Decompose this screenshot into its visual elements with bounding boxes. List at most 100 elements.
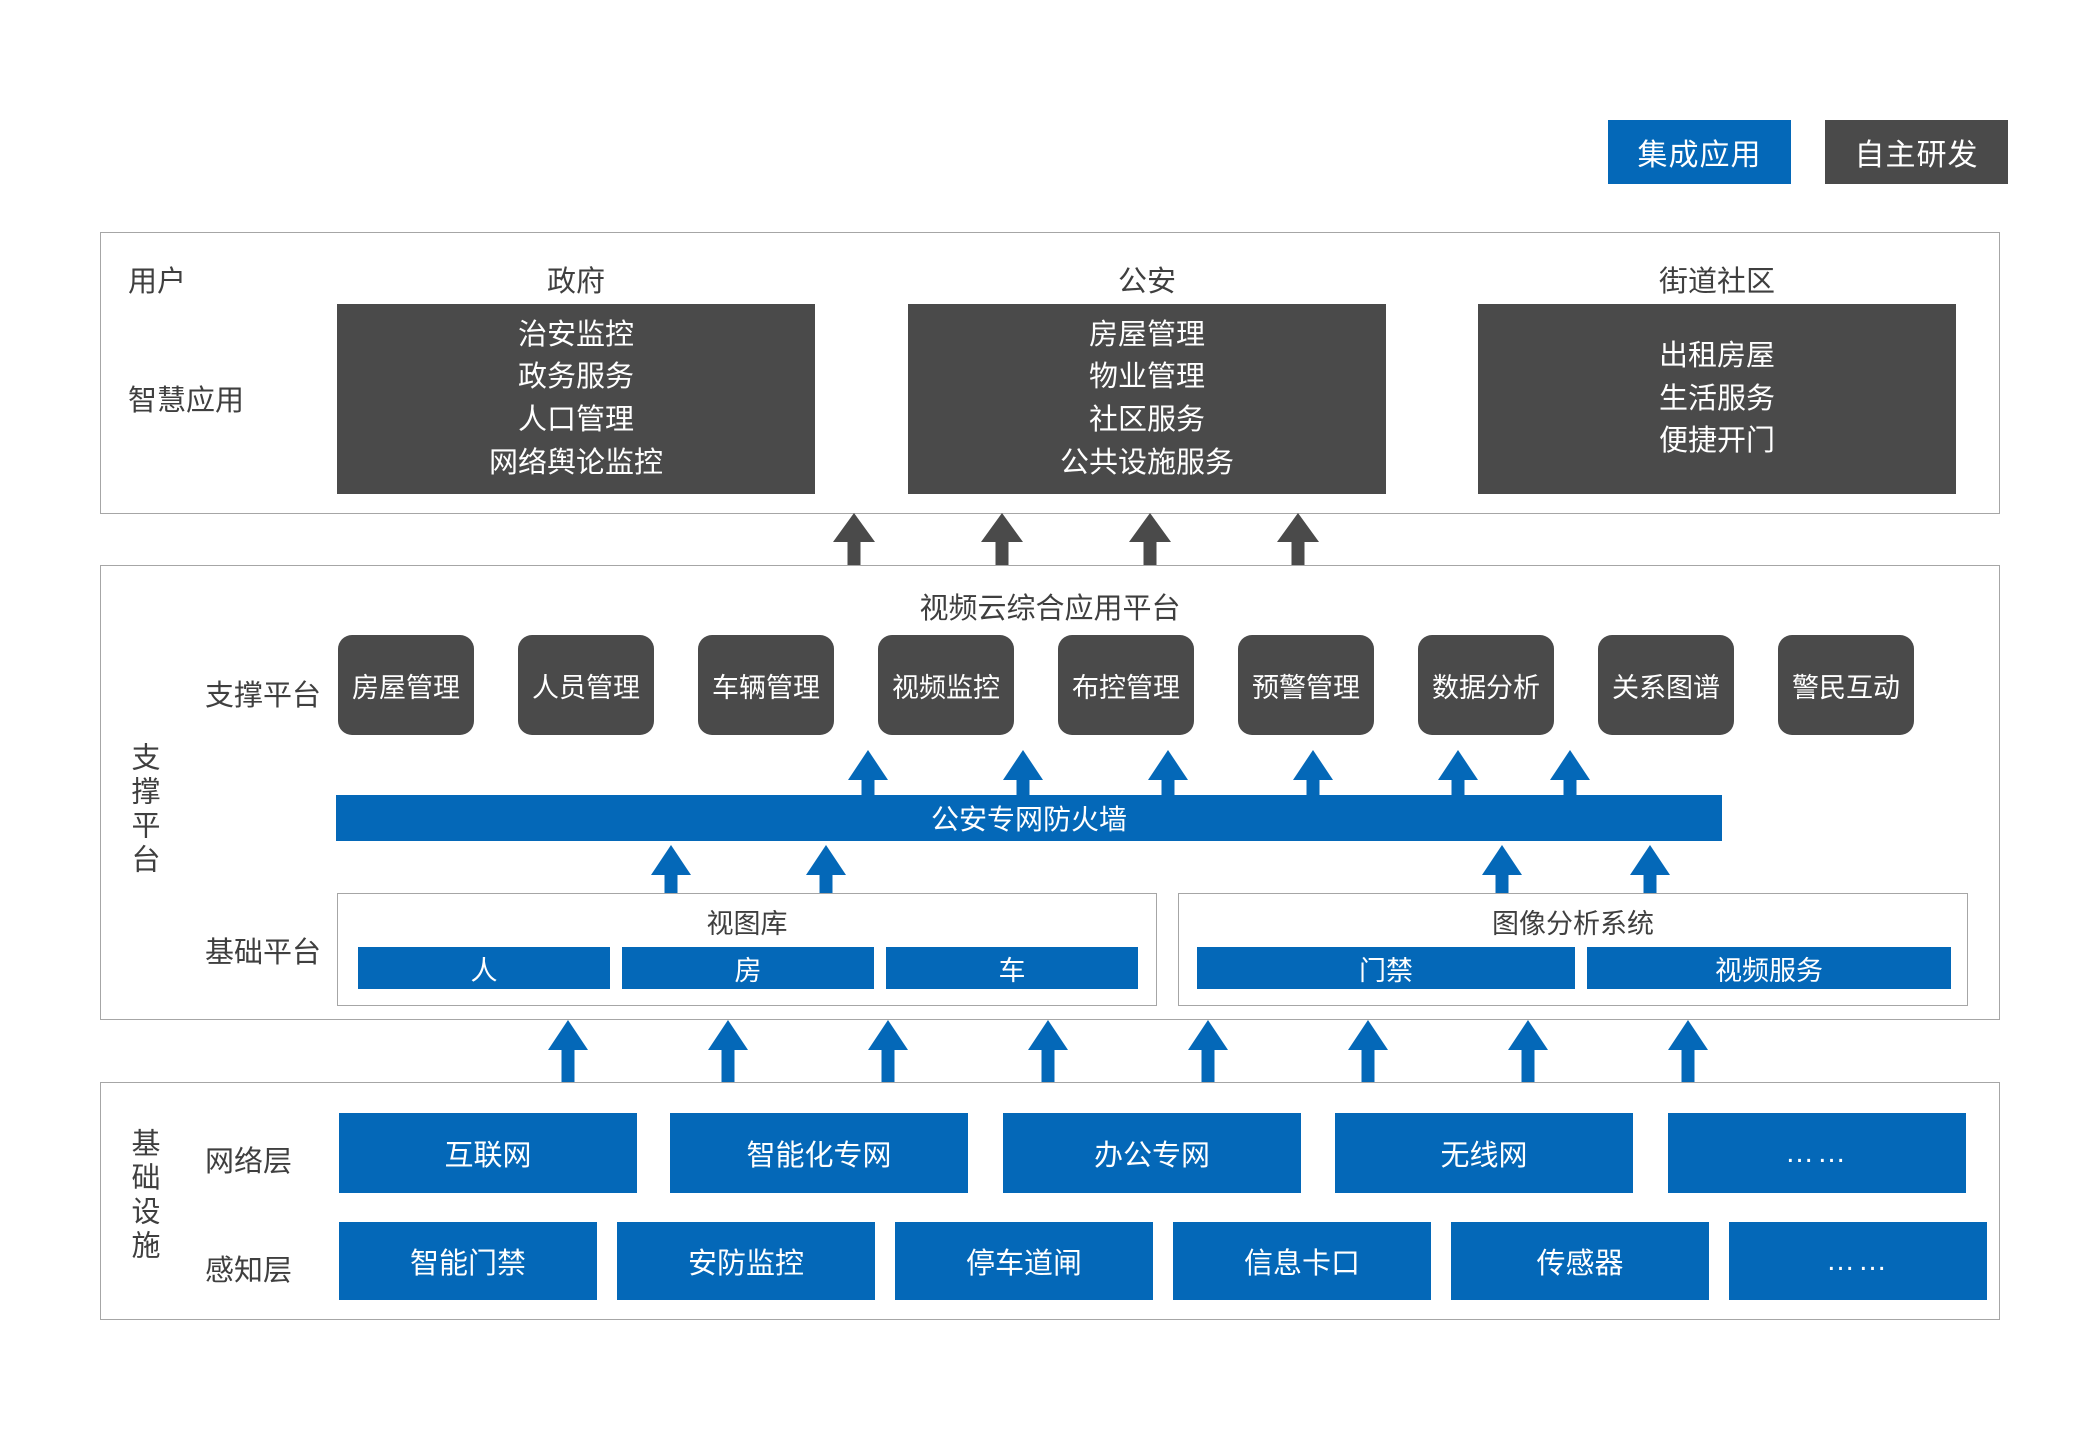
row-label-user: 用户 xyxy=(128,266,187,298)
module-tile-relationship-graph[interactable]: 关系图谱 xyxy=(1598,635,1734,735)
application-box-street-community: 出租房屋 生活服务 便捷开门 xyxy=(1478,304,1956,494)
sense-chip-information-checkpoint[interactable]: 信息卡口 xyxy=(1173,1222,1431,1300)
legend: 集成应用 自主研发 xyxy=(1608,120,2008,184)
sense-chip-more[interactable]: …… xyxy=(1729,1222,1987,1300)
legend-item-integrated-application: 集成应用 xyxy=(1608,120,1791,184)
arrow-head-icon xyxy=(1277,513,1319,542)
arrow-up-module-6 xyxy=(1550,750,1590,796)
module-tile-early-warning[interactable]: 预警管理 xyxy=(1238,635,1374,735)
arrow-stem xyxy=(1681,1048,1695,1082)
arrow-head-icon xyxy=(1129,513,1171,542)
arrow-up-infra-4 xyxy=(1028,1020,1068,1082)
arrow-up-firewall-1 xyxy=(651,845,691,893)
arrow-up-infra-3 xyxy=(868,1020,908,1082)
sense-chip-security-surveillance[interactable]: 安防监控 xyxy=(617,1222,875,1300)
arrow-head-icon xyxy=(1148,750,1188,780)
arrow-up-module-1 xyxy=(848,750,888,796)
platform-title: 视频云综合应用平台 xyxy=(919,593,1181,625)
arrow-stem xyxy=(1161,776,1175,796)
module-label: 视频监控 xyxy=(892,672,1000,703)
application-item: 便捷开门 xyxy=(1658,425,1775,458)
arrow-stem xyxy=(721,1048,735,1082)
module-tile-police-citizen-interaction[interactable]: 警民互动 xyxy=(1778,635,1914,735)
arrow-stem xyxy=(1643,871,1657,893)
application-item: 公共设施服务 xyxy=(1059,446,1234,479)
arrow-up-app-1 xyxy=(833,513,875,565)
basic-chip-label: 门禁 xyxy=(1359,955,1413,986)
basic-chip-label: 车 xyxy=(998,955,1026,986)
application-item: 出租房屋 xyxy=(1658,340,1775,373)
arrow-up-infra-7 xyxy=(1508,1020,1548,1082)
application-item: 物业管理 xyxy=(1088,361,1205,394)
sense-chip-label: 信息卡口 xyxy=(1243,1248,1360,1280)
network-chip-office-private-network[interactable]: 办公专网 xyxy=(1003,1113,1301,1193)
sense-chip-sensor[interactable]: 传感器 xyxy=(1451,1222,1709,1300)
application-item: 政务服务 xyxy=(517,361,634,394)
basic-chip-person[interactable]: 人 xyxy=(358,947,610,989)
arrow-stem xyxy=(819,871,833,893)
arrow-up-infra-2 xyxy=(708,1020,748,1082)
module-label: 数据分析 xyxy=(1432,672,1540,703)
row-label-basic-platform: 基础平台 xyxy=(205,937,322,969)
application-item: 人口管理 xyxy=(517,404,634,436)
network-chip-wireless-network[interactable]: 无线网 xyxy=(1335,1113,1633,1193)
sense-chip-label: 安防监控 xyxy=(687,1248,804,1280)
arrow-stem xyxy=(1201,1048,1215,1082)
network-chip-intelligent-private-network[interactable]: 智能化专网 xyxy=(670,1113,968,1193)
arrow-stem xyxy=(1563,776,1577,796)
module-tile-video-surveillance[interactable]: 视频监控 xyxy=(878,635,1014,735)
legend-item-self-developed: 自主研发 xyxy=(1825,120,2008,184)
basic-chip-vehicle[interactable]: 车 xyxy=(886,947,1138,989)
module-tile-data-analysis[interactable]: 数据分析 xyxy=(1418,635,1554,735)
arrow-stem xyxy=(561,1048,575,1082)
column-title: 街道社区 xyxy=(1658,266,1775,298)
module-tile-house-management[interactable]: 房屋管理 xyxy=(338,635,474,735)
sense-chip-smart-access-control[interactable]: 智能门禁 xyxy=(339,1222,597,1300)
arrow-stem xyxy=(1521,1048,1535,1082)
legend-label: 集成应用 xyxy=(1637,139,1762,172)
arrow-head-icon xyxy=(1438,750,1478,780)
basic-group-title: 视图库 xyxy=(706,909,788,939)
module-tile-personnel-management[interactable]: 人员管理 xyxy=(518,635,654,735)
arrow-head-icon xyxy=(1348,1020,1388,1050)
module-label: 房屋管理 xyxy=(352,672,460,703)
arrow-head-icon xyxy=(833,513,875,542)
row-label-sense-layer: 感知层 xyxy=(205,1255,293,1287)
column-title: 政府 xyxy=(546,266,605,298)
basic-chip-access-control[interactable]: 门禁 xyxy=(1197,947,1575,989)
network-chip-internet[interactable]: 互联网 xyxy=(339,1113,637,1193)
arrow-head-icon xyxy=(708,1020,748,1050)
basic-chip-house[interactable]: 房 xyxy=(622,947,874,989)
column-title: 公安 xyxy=(1117,266,1176,298)
arrow-head-icon xyxy=(1293,750,1333,780)
arrow-up-firewall-2 xyxy=(806,845,846,893)
section-vertical-label-support-platform: 支撑平台 xyxy=(127,742,159,878)
module-tile-control-deployment[interactable]: 布控管理 xyxy=(1058,635,1194,735)
basic-chip-video-service[interactable]: 视频服务 xyxy=(1587,947,1951,989)
network-chip-label: 互联网 xyxy=(444,1140,532,1172)
module-tile-vehicle-management[interactable]: 车辆管理 xyxy=(698,635,834,735)
arrow-up-module-3 xyxy=(1148,750,1188,796)
network-chip-more[interactable]: …… xyxy=(1668,1113,1966,1193)
arrow-stem xyxy=(664,871,678,893)
arrow-stem xyxy=(1016,776,1030,796)
sense-chip-label: 停车道闸 xyxy=(965,1248,1082,1280)
arrow-up-module-5 xyxy=(1438,750,1478,796)
arrow-up-infra-1 xyxy=(548,1020,588,1082)
basic-chip-label: 视频服务 xyxy=(1715,955,1823,986)
sense-chip-label: 传感器 xyxy=(1536,1248,1624,1280)
application-box-government: 治安监控 政务服务 人口管理 网络舆论监控 xyxy=(337,304,815,494)
section-vertical-label-infrastructure: 基础设施 xyxy=(127,1128,159,1264)
sense-chip-parking-barrier[interactable]: 停车道闸 xyxy=(895,1222,1153,1300)
arrow-up-app-2 xyxy=(981,513,1023,565)
row-label-network-layer: 网络层 xyxy=(205,1146,293,1178)
arrow-up-module-4 xyxy=(1293,750,1333,796)
arrow-up-infra-6 xyxy=(1348,1020,1388,1082)
arrow-head-icon xyxy=(806,845,846,875)
arrow-head-icon xyxy=(981,513,1023,542)
module-label: 人员管理 xyxy=(532,672,640,703)
row-label-smart-application: 智慧应用 xyxy=(128,385,245,417)
user-column-public-security: 公安 房屋管理 物业管理 社区服务 公共设施服务 xyxy=(908,258,1386,494)
arrow-head-icon xyxy=(848,750,888,780)
sense-chip-label: 智能门禁 xyxy=(409,1248,526,1280)
